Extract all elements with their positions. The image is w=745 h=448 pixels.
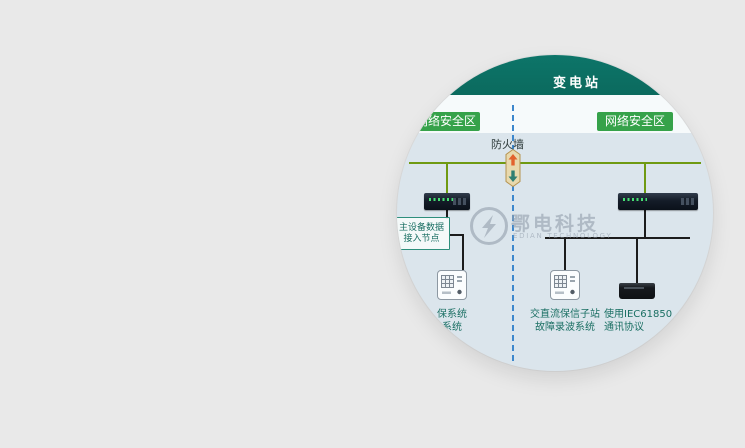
caption-left-line2: 系统 [442,322,462,333]
switch-ports [681,198,694,205]
bus-line-right [545,237,690,239]
connector-line [446,210,448,219]
protocol-converter-icon [619,283,655,299]
network-switch-icon-right [618,193,698,210]
caption-iec61850: 使用IEC61850 通讯协议 [604,308,713,334]
substation-network-diagram: 变电站 网络安全区 网络安全区 防火墙 [397,55,713,371]
watermark-name: 鄂电科技 [511,213,600,235]
network-switch-icon-left [424,193,470,210]
node-box-line2: 接入节点 [403,234,440,244]
network-trunk-line [409,162,701,164]
protection-relay-icon-left [437,270,467,300]
caption-left-line1: 保系统 [437,309,467,320]
node-box-line1: 主设备数据 [398,223,444,233]
switch-ports [453,198,466,205]
connector-line [644,210,646,238]
caption-mid-line2: 故障录波系统 [535,322,595,333]
switch-led-row [429,198,453,201]
caption-mid-line1: 交直流保信子站 [530,309,600,320]
caption-right-line2: 通讯协议 [604,322,644,333]
edian-logo-icon [468,205,510,247]
device-data-access-node-box: 主设备数据 接入节点 [397,217,450,250]
connector-line [564,237,566,270]
switch-led-row [623,198,647,201]
zone-label-left: 网络安全区 [397,112,480,131]
zone-label-right: 网络安全区 [597,112,673,131]
zone-divider-dashed-line [512,105,514,361]
caption-acdc-substation: 交直流保信子站 故障录波系统 [525,308,605,334]
caption-left-system: 保系统 系统 [422,308,482,334]
banner-substation: 变电站 [397,55,713,95]
connector-line [462,234,464,270]
protection-relay-icon-middle [550,270,580,300]
caption-right-line1: 使用IEC61850 [604,309,673,320]
banner-title: 变电站 [552,76,601,91]
firewall-icon [504,148,522,188]
connector-line [636,237,638,284]
connector-line [450,234,464,236]
firewall-label: 防火墙 [491,138,524,151]
trunk-drop-left [446,163,448,193]
converter-vent-slot [624,287,644,289]
trunk-drop-right [644,163,646,193]
